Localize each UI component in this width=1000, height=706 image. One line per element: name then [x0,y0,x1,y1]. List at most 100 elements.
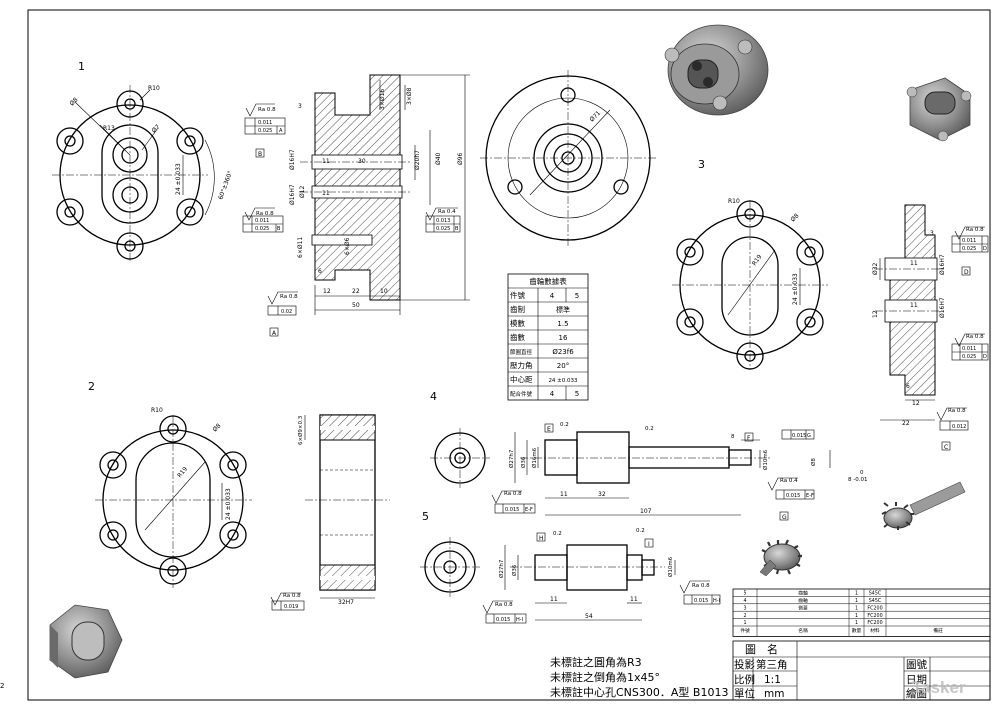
dim: Ø8 [68,96,79,107]
dim: 0 [860,470,864,476]
tol: 0.02 [281,309,292,315]
roughness: Ra 0.8 [966,227,984,233]
dim: 107 [640,508,652,515]
parts-list-cell: S45C [869,591,882,597]
title-date: 日期 [906,674,927,686]
tol: 0.015 [786,493,800,499]
dim: R19 [751,253,764,267]
roughness: Ra 0.4 [438,209,456,215]
tol: 0.015 [694,598,708,604]
note-line: 未標註之圓角為R3 [550,655,642,669]
note-line: 未標註中心孔CNS300．A型 B1013 [550,685,728,699]
dim: 6×Ø9×0.3 [297,415,304,445]
top-right-back-view: Ø71 [480,70,656,246]
roughness: Ra 0.4 [780,478,798,484]
parts-list-cell: 齒軸 [798,590,808,597]
title-name-label: 圖 名 [745,642,778,656]
parts-list-header: 材料 [870,627,880,634]
parts-list-cell: FC200 [867,613,882,619]
render-cover [906,77,972,142]
parts-list-cell: 1 [855,620,858,626]
roughness: Ra 0.8 [283,593,301,599]
view-3-section: 3 Ø32 11 Ø16H7 12 11 Ø16H7 6 12 22 Ra 0.… [872,204,989,451]
roughness: Ra 0.8 [280,294,298,300]
view-3-front: 3 R10 Ø8 R19 24 ±0.033 [672,158,828,370]
tol-ref: G [807,433,811,439]
sheet-border [27,9,991,701]
gear-table-value: 5 [575,292,579,300]
tol-ref: B [277,226,281,232]
roughness: Ra 0.8 [948,408,966,414]
gear-table-value: 24 ±0.033 [548,378,578,384]
dim: 8 -0.01 [848,477,867,483]
dim: 11 [322,158,330,165]
dim: Ø20h7 [414,150,421,170]
tol: 0.012 [952,424,966,430]
parts-list-cell: 2 [743,613,746,619]
parts-list-cell: FC200 [867,605,882,611]
gear-table-label: 中心距 [510,374,533,384]
gear-table-label: 模數 [510,318,525,328]
dim: Ø27h7 [508,449,515,468]
dim: Ø8 [211,422,222,433]
dim: Ø16H7 [289,149,296,170]
dim: 32 [598,491,606,498]
tol: 0.025 [436,226,450,232]
dim: Ø16H7 [939,297,946,318]
dim: 8 [731,434,735,440]
tol: 0.025 [962,354,976,360]
dim: 6 [318,268,322,275]
gear-table-label: 節圓直徑 [510,348,533,356]
gear-table-value: 5 [575,390,579,398]
render-gear [759,539,802,577]
gear-table-label: 齒制 [510,304,525,314]
dim: 24 ±0.033 [225,488,232,520]
dim: 30 [358,158,366,165]
dim: 22 [902,420,910,427]
tol-ref: D [983,354,987,360]
dim: 12 [872,310,879,318]
dim: 11 [550,596,558,603]
parts-list-cell: 1 [855,605,858,611]
dim: 24 ±0.033 [175,163,182,195]
dim: 11 [910,302,918,309]
tol: 0.013 [436,218,450,224]
dim: 60°±360° [217,170,234,201]
dim: Ø8 [789,212,800,223]
parts-list-cell: 3 [743,605,746,611]
dim: Ø40 [435,152,442,165]
render-gear-housing [49,604,123,679]
dim: 11 [560,491,568,498]
roughness: Ra 0.8 [504,491,522,497]
dim: Ø7 [150,123,161,134]
roughness: Ra 0.8 [495,602,513,608]
dim: Ø36 [520,456,527,468]
parts-list-header: 件號 [740,627,750,634]
datum-h: H [539,535,544,542]
gear-table-label: 壓力角 [510,360,533,370]
roughness: Ra 0.8 [966,334,984,340]
dim: R19 [176,466,189,480]
dim: 12 [912,400,920,407]
tol: 0.011 [962,238,976,244]
dim: 10 [380,288,388,295]
dim: 3 [930,230,934,237]
datum-b: B [258,151,262,158]
gear-table-value: 20° [557,362,569,370]
dim: 22 [352,288,360,295]
title-unit-label: 單位 [734,687,755,700]
tol-ref: D [983,246,987,252]
dim: 54 [585,613,593,620]
dim: 3 [298,103,302,110]
datum-g: G [782,514,787,521]
tol: 0.011 [255,218,269,224]
dim: R10 [151,407,163,414]
dim: Ø32 [872,262,879,275]
parts-list-cell: 4 [743,598,746,604]
title-proj-value: 第三角 [756,658,788,671]
general-notes: 未標註之圓角為R3 未標註之倒角為1x45° 未標註中心孔CNS300．A型 B… [550,655,728,699]
view-1-section: 3 3×Ø16 3×Ø8 Ø16H7 Ø16H7 Ø12 Ø20h7 Ø40 Ø… [242,74,470,337]
gear-table-label: 齒數 [510,332,525,342]
chamfer: 0.2 [553,531,562,537]
